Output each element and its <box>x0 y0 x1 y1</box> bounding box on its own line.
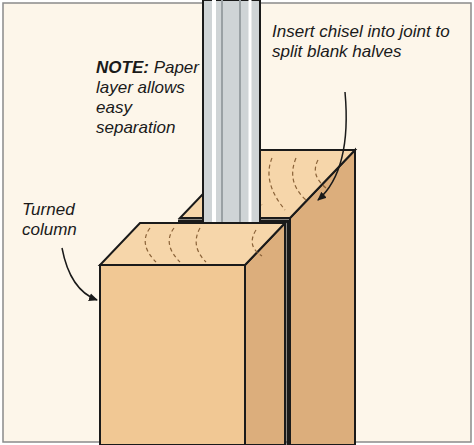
back-block-side <box>290 150 355 445</box>
wood-grain <box>145 228 262 262</box>
callout-text: Insert chisel into joint to split blank … <box>272 22 452 62</box>
note-block: NOTE: Paper layer allows easy separation <box>96 58 206 138</box>
front-block-top <box>100 223 285 265</box>
part-label: Turned column <box>22 200 102 240</box>
note-heading: NOTE: <box>96 58 149 77</box>
leader-arrow <box>318 92 346 200</box>
leader-arrow <box>62 248 97 300</box>
front-block-face <box>100 265 245 445</box>
